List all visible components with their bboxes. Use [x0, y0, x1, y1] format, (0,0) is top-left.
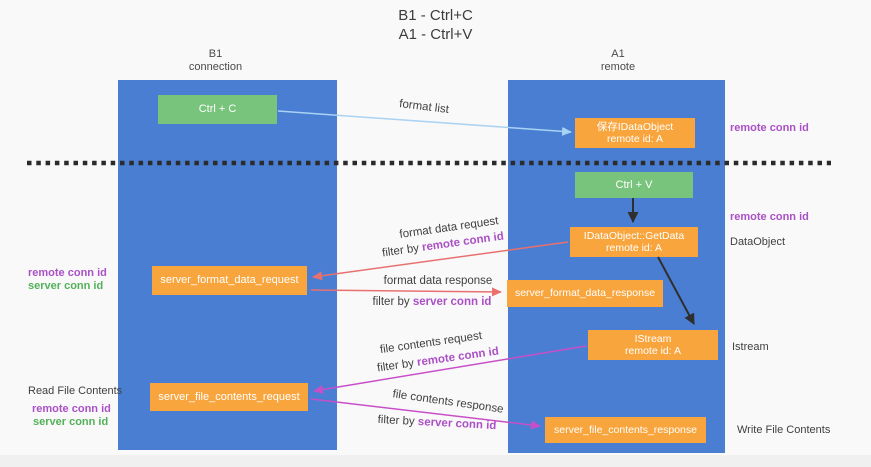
dataobject-label: DataObject	[730, 236, 786, 248]
getdata-line1: IDataObject::GetData	[583, 230, 685, 242]
server-format-data-request-node: server_format_data_request	[152, 266, 307, 295]
lane-b1-name: B1	[208, 48, 223, 60]
filter-by-text: filter by	[381, 241, 423, 260]
save-dataobject-line1: 保存IDataObject	[596, 121, 674, 133]
server-format-data-response-label: server_format_data_response	[514, 287, 656, 299]
ctrl-c-label: Ctrl + C	[198, 103, 237, 115]
read-file-contents-label: Read File Contents	[28, 385, 123, 397]
save-dataobject-node: 保存IDataObject remote id: A	[575, 118, 695, 148]
idataobject-getdata-node: IDataObject::GetData remote id: A	[570, 227, 698, 257]
lane-a1-subtitle: remote	[600, 61, 636, 73]
format-data-response-arrow	[310, 287, 502, 297]
save-dataobject-line2: remote id: A	[606, 133, 664, 145]
left-remote-conn-id-label-2: remote conn id	[32, 403, 111, 415]
right-remote-conn-id-label-1: remote conn id	[730, 122, 809, 134]
istream-side-label: Istream	[732, 341, 769, 353]
ctrl-v-label: Ctrl + V	[615, 178, 653, 191]
title-line-a1: A1 - Ctrl+V	[398, 26, 473, 43]
format-list-label: format list	[398, 98, 450, 116]
istream-line1: IStream	[634, 333, 672, 345]
ctrl-v-node: Ctrl + V	[575, 172, 693, 198]
filter-by-text: filter by	[372, 296, 413, 308]
server-conn-id-text: server conn id	[412, 296, 492, 308]
diagram-title: B1 - Ctrl+C A1 - Ctrl+V	[0, 6, 871, 44]
bottom-strip	[0, 455, 871, 467]
istream-line2: remote id: A	[624, 345, 682, 357]
left-server-conn-id-label-2: server conn id	[33, 416, 109, 428]
left-remote-conn-id-label-1: remote conn id	[28, 267, 107, 279]
server-format-data-request-label: server_format_data_request	[160, 274, 299, 286]
left-server-conn-id-label-1: server conn id	[28, 280, 104, 292]
istream-node: IStream remote id: A	[588, 330, 718, 360]
filter-by-server-conn-id-label-1: filter by server conn id	[342, 295, 522, 309]
server-file-contents-request-label: server_file_contents_request	[158, 390, 300, 403]
ctrl-c-node: Ctrl + C	[158, 95, 277, 124]
server-file-contents-request-node: server_file_contents_request	[150, 383, 308, 411]
lane-header-b1: B1 connection	[118, 48, 313, 74]
title-line-b1: B1 - Ctrl+C	[398, 7, 473, 24]
filter-by-text: filter by	[376, 356, 418, 375]
lane-a1-name: A1	[611, 48, 625, 60]
lane-header-a1: A1 remote	[508, 48, 728, 74]
write-file-contents-label: Write File Contents	[737, 424, 831, 436]
server-file-contents-response-node: server_file_contents_response	[545, 417, 706, 443]
server-format-data-response-node: server_format_data_response	[507, 280, 663, 307]
getdata-line2: remote id: A	[605, 242, 663, 254]
server-file-contents-response-label: server_file_contents_response	[553, 423, 697, 436]
lane-b1-subtitle: connection	[188, 61, 243, 73]
filter-by-text: filter by	[377, 413, 419, 428]
server-conn-id-text: server conn id	[417, 416, 497, 433]
right-remote-conn-id-label-2: remote conn id	[730, 211, 809, 223]
format-data-response-label: format data response	[383, 275, 493, 287]
